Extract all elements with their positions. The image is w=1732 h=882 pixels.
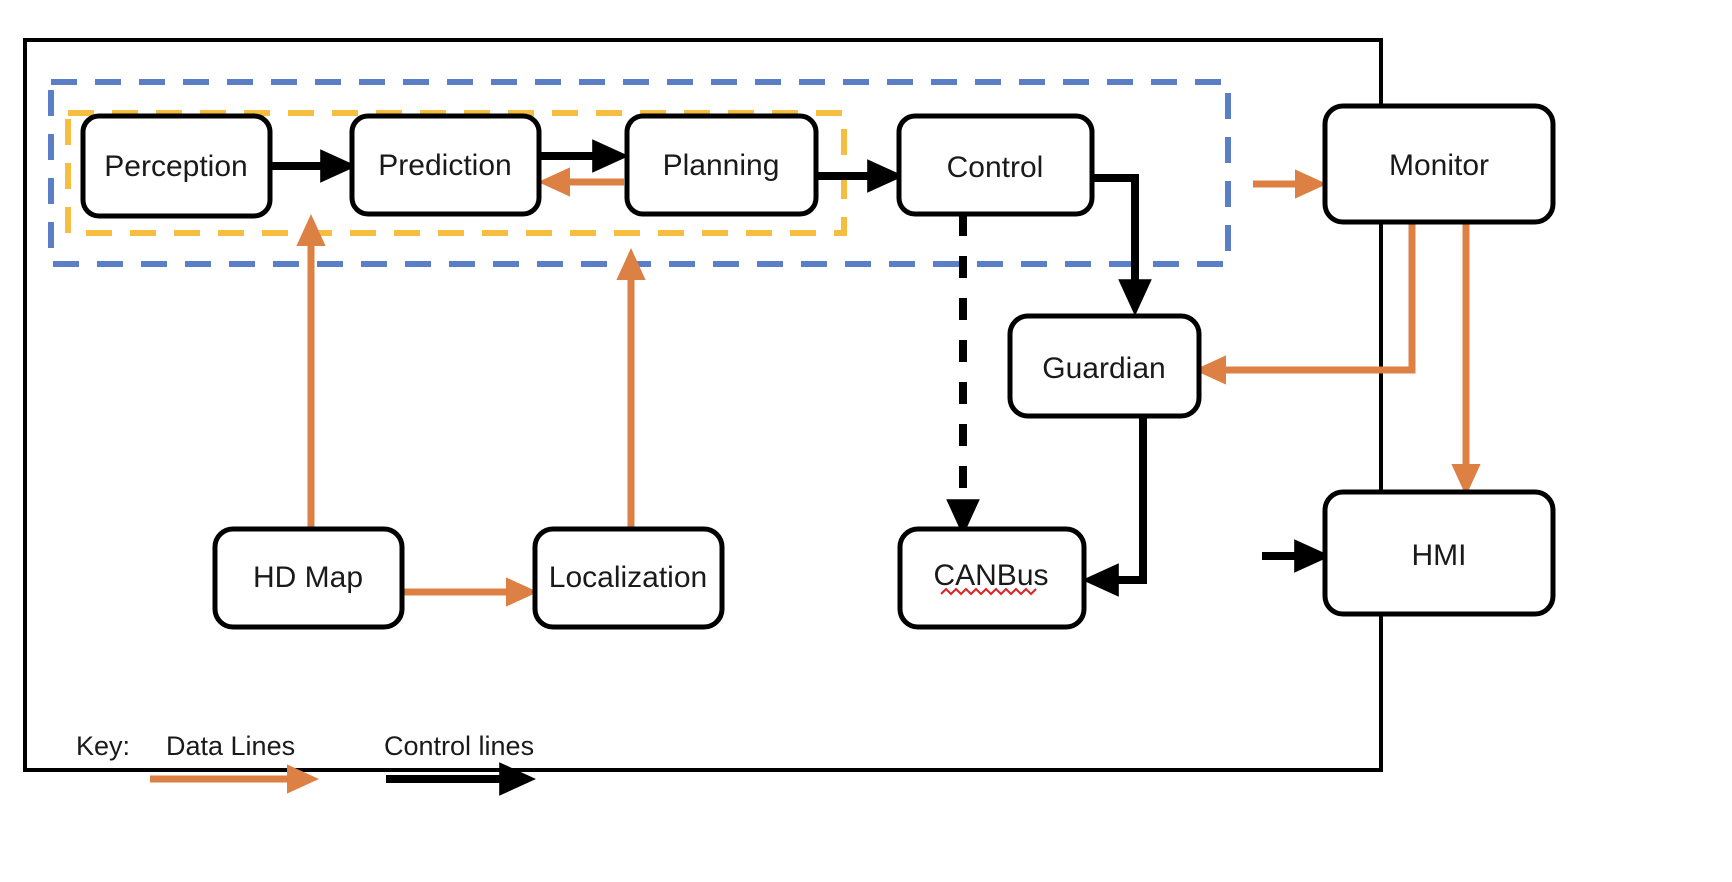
node-monitor-rect[interactable] [1322,103,1556,225]
node-control-rect[interactable] [896,113,1095,217]
node-perception[interactable]: Perception [80,113,273,219]
node-hmi-rect[interactable] [1322,489,1556,617]
node-planning-label: Planning [663,149,780,182]
node-prediction-rect[interactable] [349,113,542,217]
key-item-control-lines-label: Control lines [384,731,534,761]
node-guardian[interactable]: Guardian [1007,313,1202,419]
node-hd-map-rect[interactable] [212,526,405,630]
node-planning[interactable]: Planning [624,113,819,217]
node-hmi[interactable]: HMI [1322,489,1556,617]
node-canbus-rect[interactable] [897,526,1087,630]
edge-guardian-to-canbus [1081,416,1147,597]
edge-control-to-guardian [1092,174,1152,317]
system-boundary-frame [23,38,1383,772]
node-localization-rect[interactable] [532,526,725,630]
node-hd-map-label: HD Map [253,561,363,594]
node-prediction-label: Prediction [378,149,511,182]
node-prediction[interactable]: Prediction [349,113,542,217]
node-perception-rect[interactable] [80,113,273,219]
edge-monitor-to-guardian-data [1193,222,1416,385]
node-monitor[interactable]: Monitor [1322,103,1556,225]
node-hd-map[interactable]: HD Map [212,526,405,630]
node-perception-label: Perception [104,150,247,183]
node-guardian-label: Guardian [1042,352,1165,385]
key-item-data-lines-label: Data Lines [166,731,295,761]
node-canbus-label: CANBus [933,559,1048,592]
key-title: Key: [76,731,130,761]
node-control[interactable]: Control [896,113,1095,217]
node-localization-label: Localization [549,561,707,594]
node-control-label: Control [947,151,1044,184]
node-planning-rect[interactable] [624,113,819,217]
node-hmi-label: HMI [1412,539,1467,572]
node-localization[interactable]: Localization [532,526,725,630]
node-monitor-label: Monitor [1389,149,1489,182]
spellcheck-squiggle-icon [940,587,1037,596]
node-canbus[interactable]: CANBus [897,526,1087,630]
node-guardian-rect[interactable] [1007,313,1202,419]
